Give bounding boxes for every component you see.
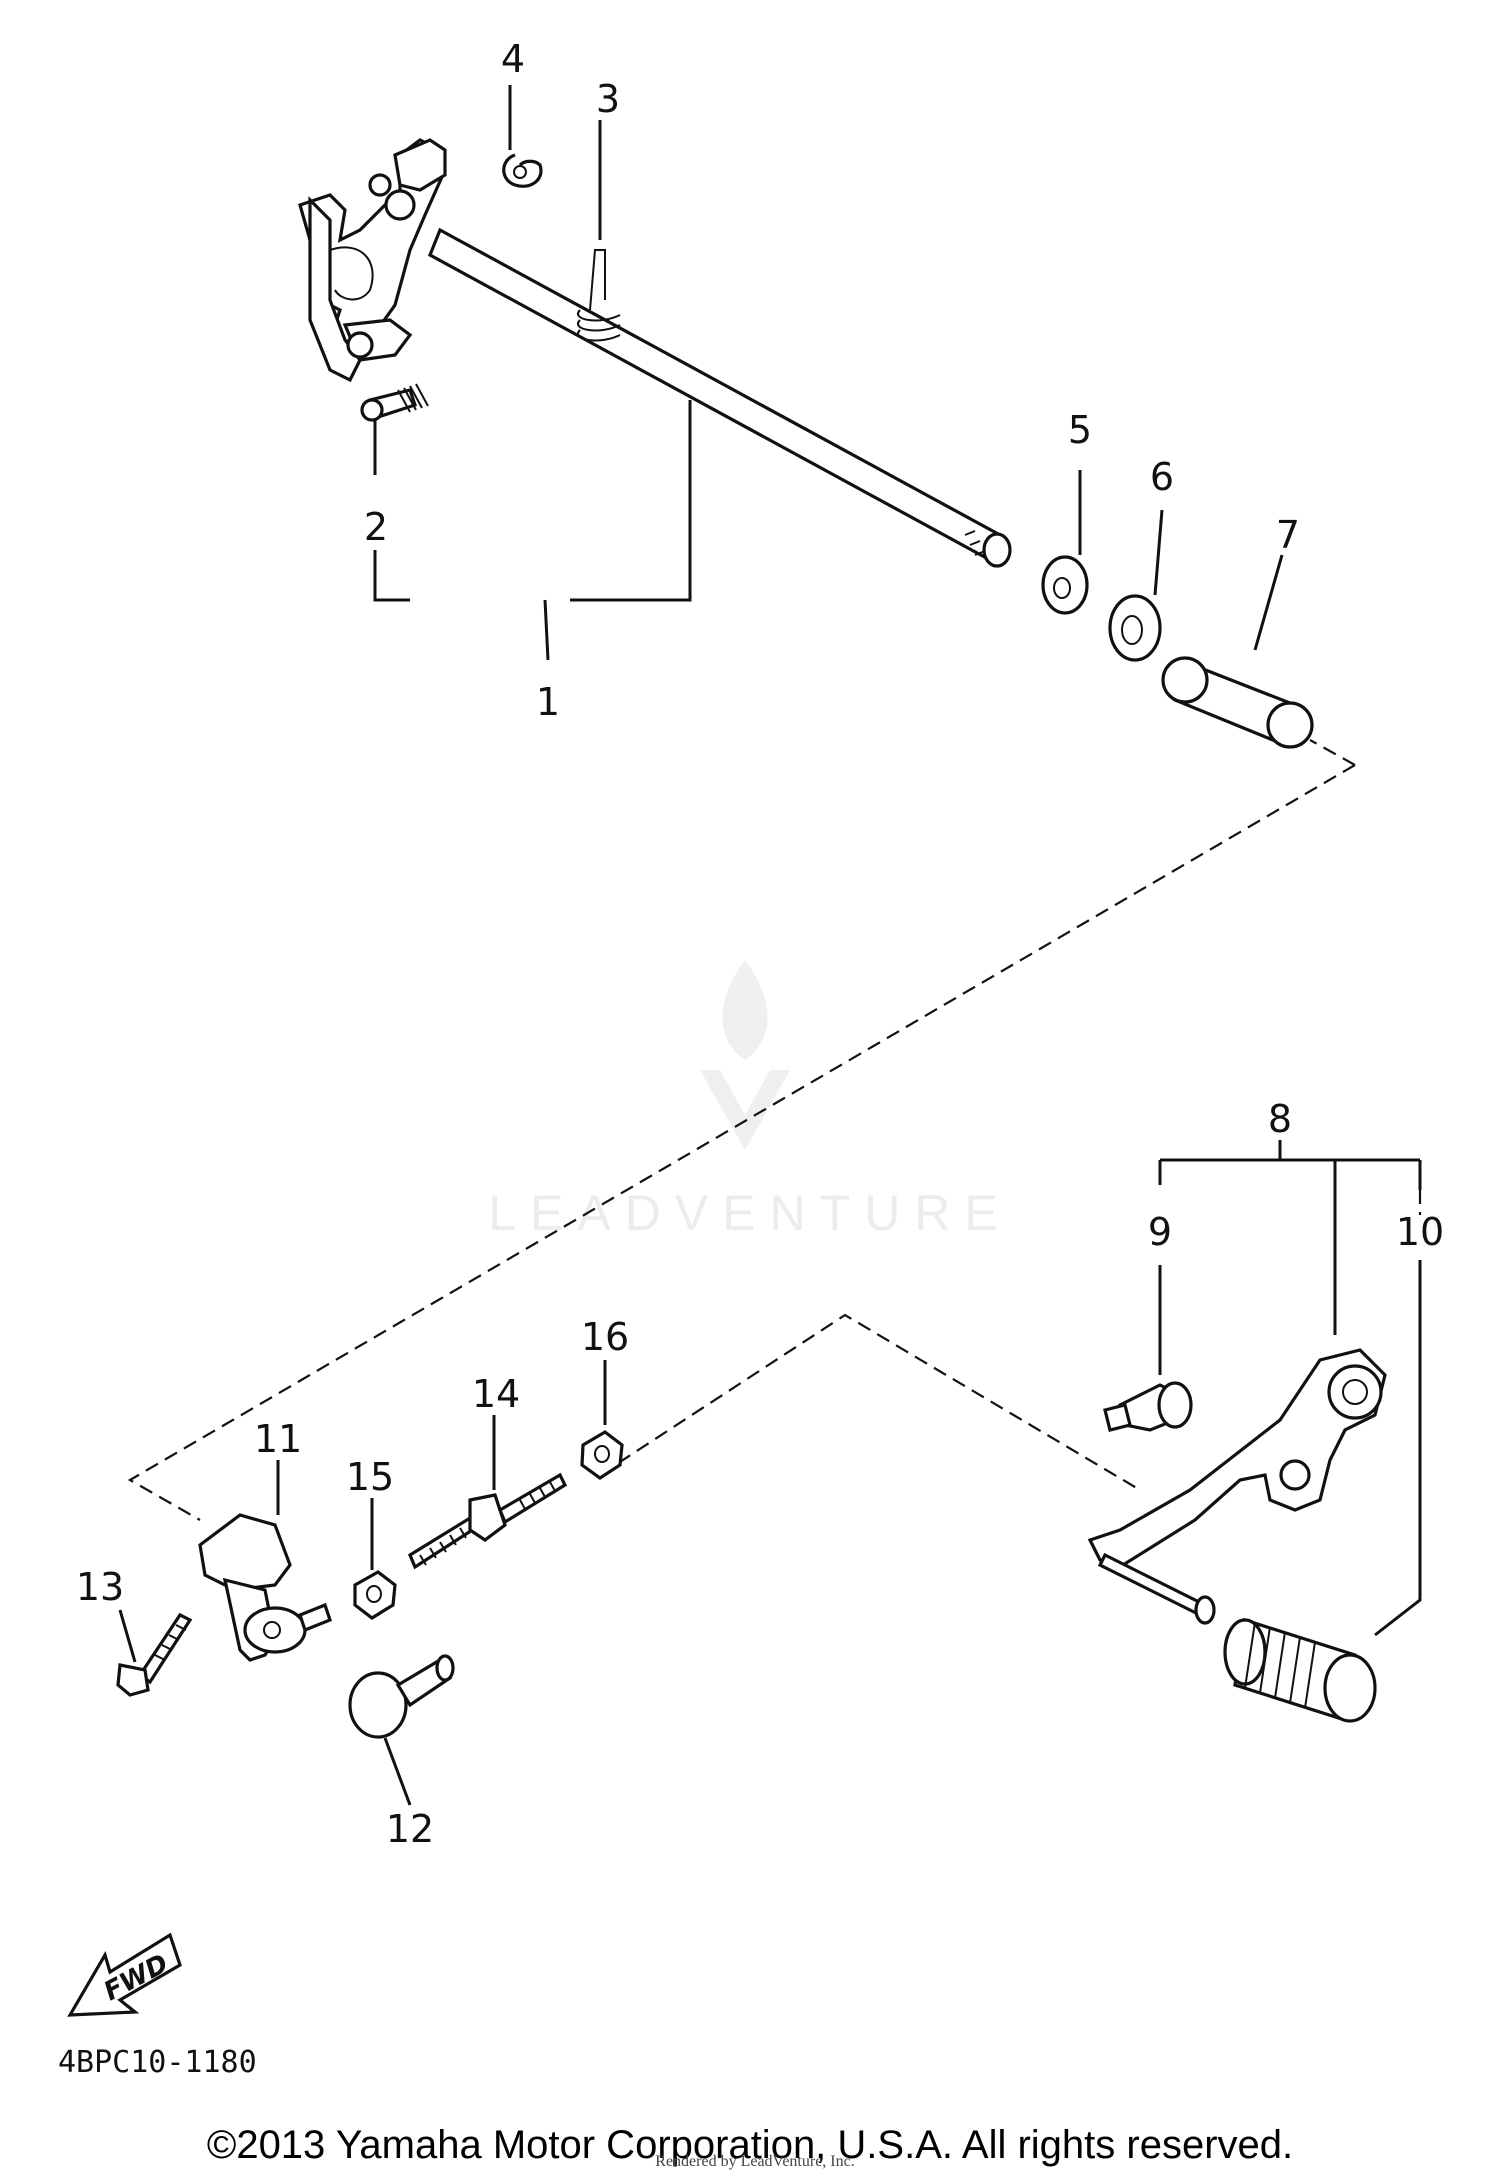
callout-11: 11 <box>254 1417 302 1461</box>
rendered-by-text: Rendered by LeadVenture, Inc. <box>655 2153 854 2170</box>
callout-2: 2 <box>364 505 388 549</box>
assembly-dashed-line <box>599 1313 1141 1491</box>
callout-14: 14 <box>472 1372 520 1416</box>
shift-arm-part <box>198 1460 332 1662</box>
callout-9: 9 <box>1148 1210 1172 1254</box>
diagram-code: 4BPC10-1180 <box>58 2045 257 2080</box>
nut-part <box>580 1360 624 1480</box>
callout-10: 10 <box>1396 1210 1444 1254</box>
callout-4: 4 <box>501 37 525 81</box>
callout-15: 15 <box>346 1455 394 1499</box>
fwd-arrow-icon: FWD <box>67 1932 182 2017</box>
assembly-dashed-line <box>127 764 1356 1521</box>
shift-shaft-assembly <box>298 85 1012 661</box>
nut-part <box>353 1498 397 1620</box>
watermark-text: LEADVENTURE <box>488 1185 1012 1241</box>
copyright-notice: ©2013 Yamaha Motor Corporation, U.S.A. A… <box>207 2123 1293 2167</box>
bolt-part <box>116 1609 193 1697</box>
collar-part <box>1161 554 1314 749</box>
tie-rod-part <box>407 1415 568 1570</box>
callout-labels: 1 2 3 4 5 6 7 8 9 10 11 12 13 14 15 16 <box>76 37 1444 1851</box>
callout-13: 13 <box>76 1565 124 1609</box>
callout-12: 12 <box>386 1807 434 1851</box>
callout-8: 8 <box>1268 1097 1292 1141</box>
callout-6: 6 <box>1150 455 1174 499</box>
watermark: LEADVENTURE <box>488 960 1012 1241</box>
callout-7: 7 <box>1276 513 1300 557</box>
callout-5: 5 <box>1068 408 1092 452</box>
callout-1: 1 <box>536 680 560 724</box>
callout-3: 3 <box>596 77 620 121</box>
oil-seal-part <box>1108 509 1164 662</box>
washer-part <box>1041 470 1089 615</box>
ball-joint-part <box>348 1654 455 1806</box>
shift-pedal-assembly <box>1087 1140 1422 1723</box>
callout-16: 16 <box>581 1315 629 1359</box>
assembly-dashed-line <box>1309 739 1356 766</box>
